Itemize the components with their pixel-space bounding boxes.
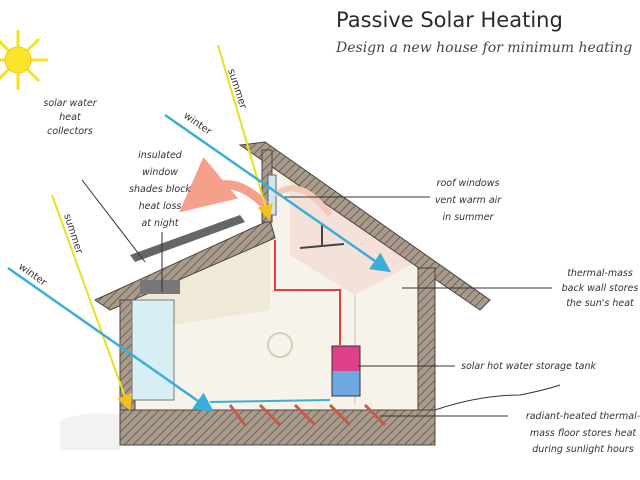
winter-ray-upper (164, 113, 392, 273)
label-tank: solar hot water storage tank (461, 361, 596, 372)
svg-text:in summer: in summer (443, 212, 495, 223)
label-shades: insulated window shades block heat loss … (129, 150, 191, 229)
svg-text:solar water: solar water (43, 98, 97, 109)
cold-water-pipe (209, 399, 331, 403)
svg-text:the sun's heat: the sun's heat (566, 298, 635, 309)
svg-text:window: window (142, 167, 178, 178)
summer-ray-upper (217, 44, 273, 221)
warm-air-rising-arrow (273, 185, 333, 217)
leader-collectors (81, 179, 146, 263)
svg-text:radiant-heated thermal-: radiant-heated thermal- (526, 411, 640, 422)
svg-text:vent warm air: vent warm air (435, 195, 502, 206)
hot-water-pipe (274, 240, 341, 345)
svg-text:mass floor stores heat: mass floor stores heat (530, 428, 638, 439)
winter-ray-lower (7, 266, 215, 413)
radiant-floor-loops (228, 403, 387, 427)
solar-collector-panel (130, 215, 245, 262)
svg-text:collectors: collectors (47, 126, 93, 137)
summer-ray-lower (51, 194, 133, 411)
back-wall (417, 267, 436, 419)
ceiling-fan-icon (299, 225, 345, 249)
summer-label-upper: summer (225, 68, 248, 112)
window-shade-roll (140, 280, 180, 294)
svg-text:at night: at night (141, 218, 179, 229)
ground-left (60, 413, 120, 450)
svg-text:thermal-mass: thermal-mass (567, 268, 633, 279)
page-subtitle: Design a new house for minimum heating (335, 40, 632, 56)
svg-text:during sunlight hours: during sunlight hours (532, 444, 633, 455)
south-window (131, 299, 175, 401)
svg-text:back wall stores: back wall stores (562, 283, 639, 294)
label-floor: radiant-heated thermal- mass floor store… (526, 411, 640, 455)
floor-slab (119, 409, 436, 446)
clerestory-window (267, 174, 277, 216)
svg-text:heat loss: heat loss (139, 201, 182, 212)
page-title: Passive Solar Heating (336, 8, 563, 32)
warm-air-out-arrow (179, 156, 269, 213)
label-back-wall: thermal-mass back wall stores the sun's … (562, 268, 639, 309)
svg-text:roof windows: roof windows (437, 178, 500, 189)
label-roof-windows: roof windows vent warm air in summer (435, 178, 502, 223)
winter-label-upper: winter (181, 110, 214, 138)
svg-text:shades block: shades block (129, 184, 191, 195)
sun-decor-icon (267, 332, 293, 358)
ground-line (434, 384, 561, 411)
summer-label-lower: summer (61, 213, 84, 257)
svg-text:heat: heat (59, 112, 82, 123)
label-collectors: solar water heat collectors (43, 98, 97, 137)
sun-icon (0, 30, 48, 90)
svg-text:insulated: insulated (138, 150, 183, 161)
hot-water-tank (331, 345, 361, 397)
